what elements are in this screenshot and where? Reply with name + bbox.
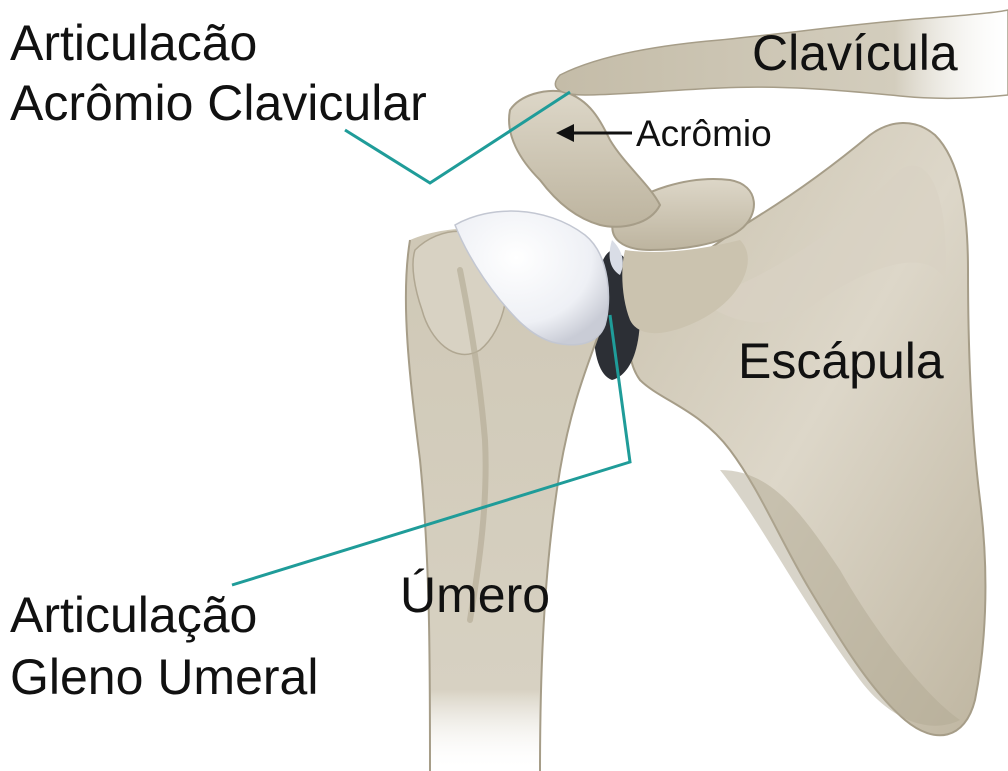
acromion-bone	[509, 91, 660, 227]
scapula-label: Escápula	[738, 336, 944, 386]
clavicle-label: Clavícula	[752, 28, 958, 78]
ac-joint-label-line2: Acrômio Clavicular	[10, 78, 427, 128]
ac-joint-label-line1: Articulacão	[10, 18, 257, 68]
gh-joint-label-line2: Gleno Umeral	[10, 652, 318, 702]
humerus-label: Úmero	[400, 570, 550, 620]
acromion-label: Acrômio	[636, 115, 772, 152]
gh-joint-label-line1: Articulação	[10, 590, 257, 640]
